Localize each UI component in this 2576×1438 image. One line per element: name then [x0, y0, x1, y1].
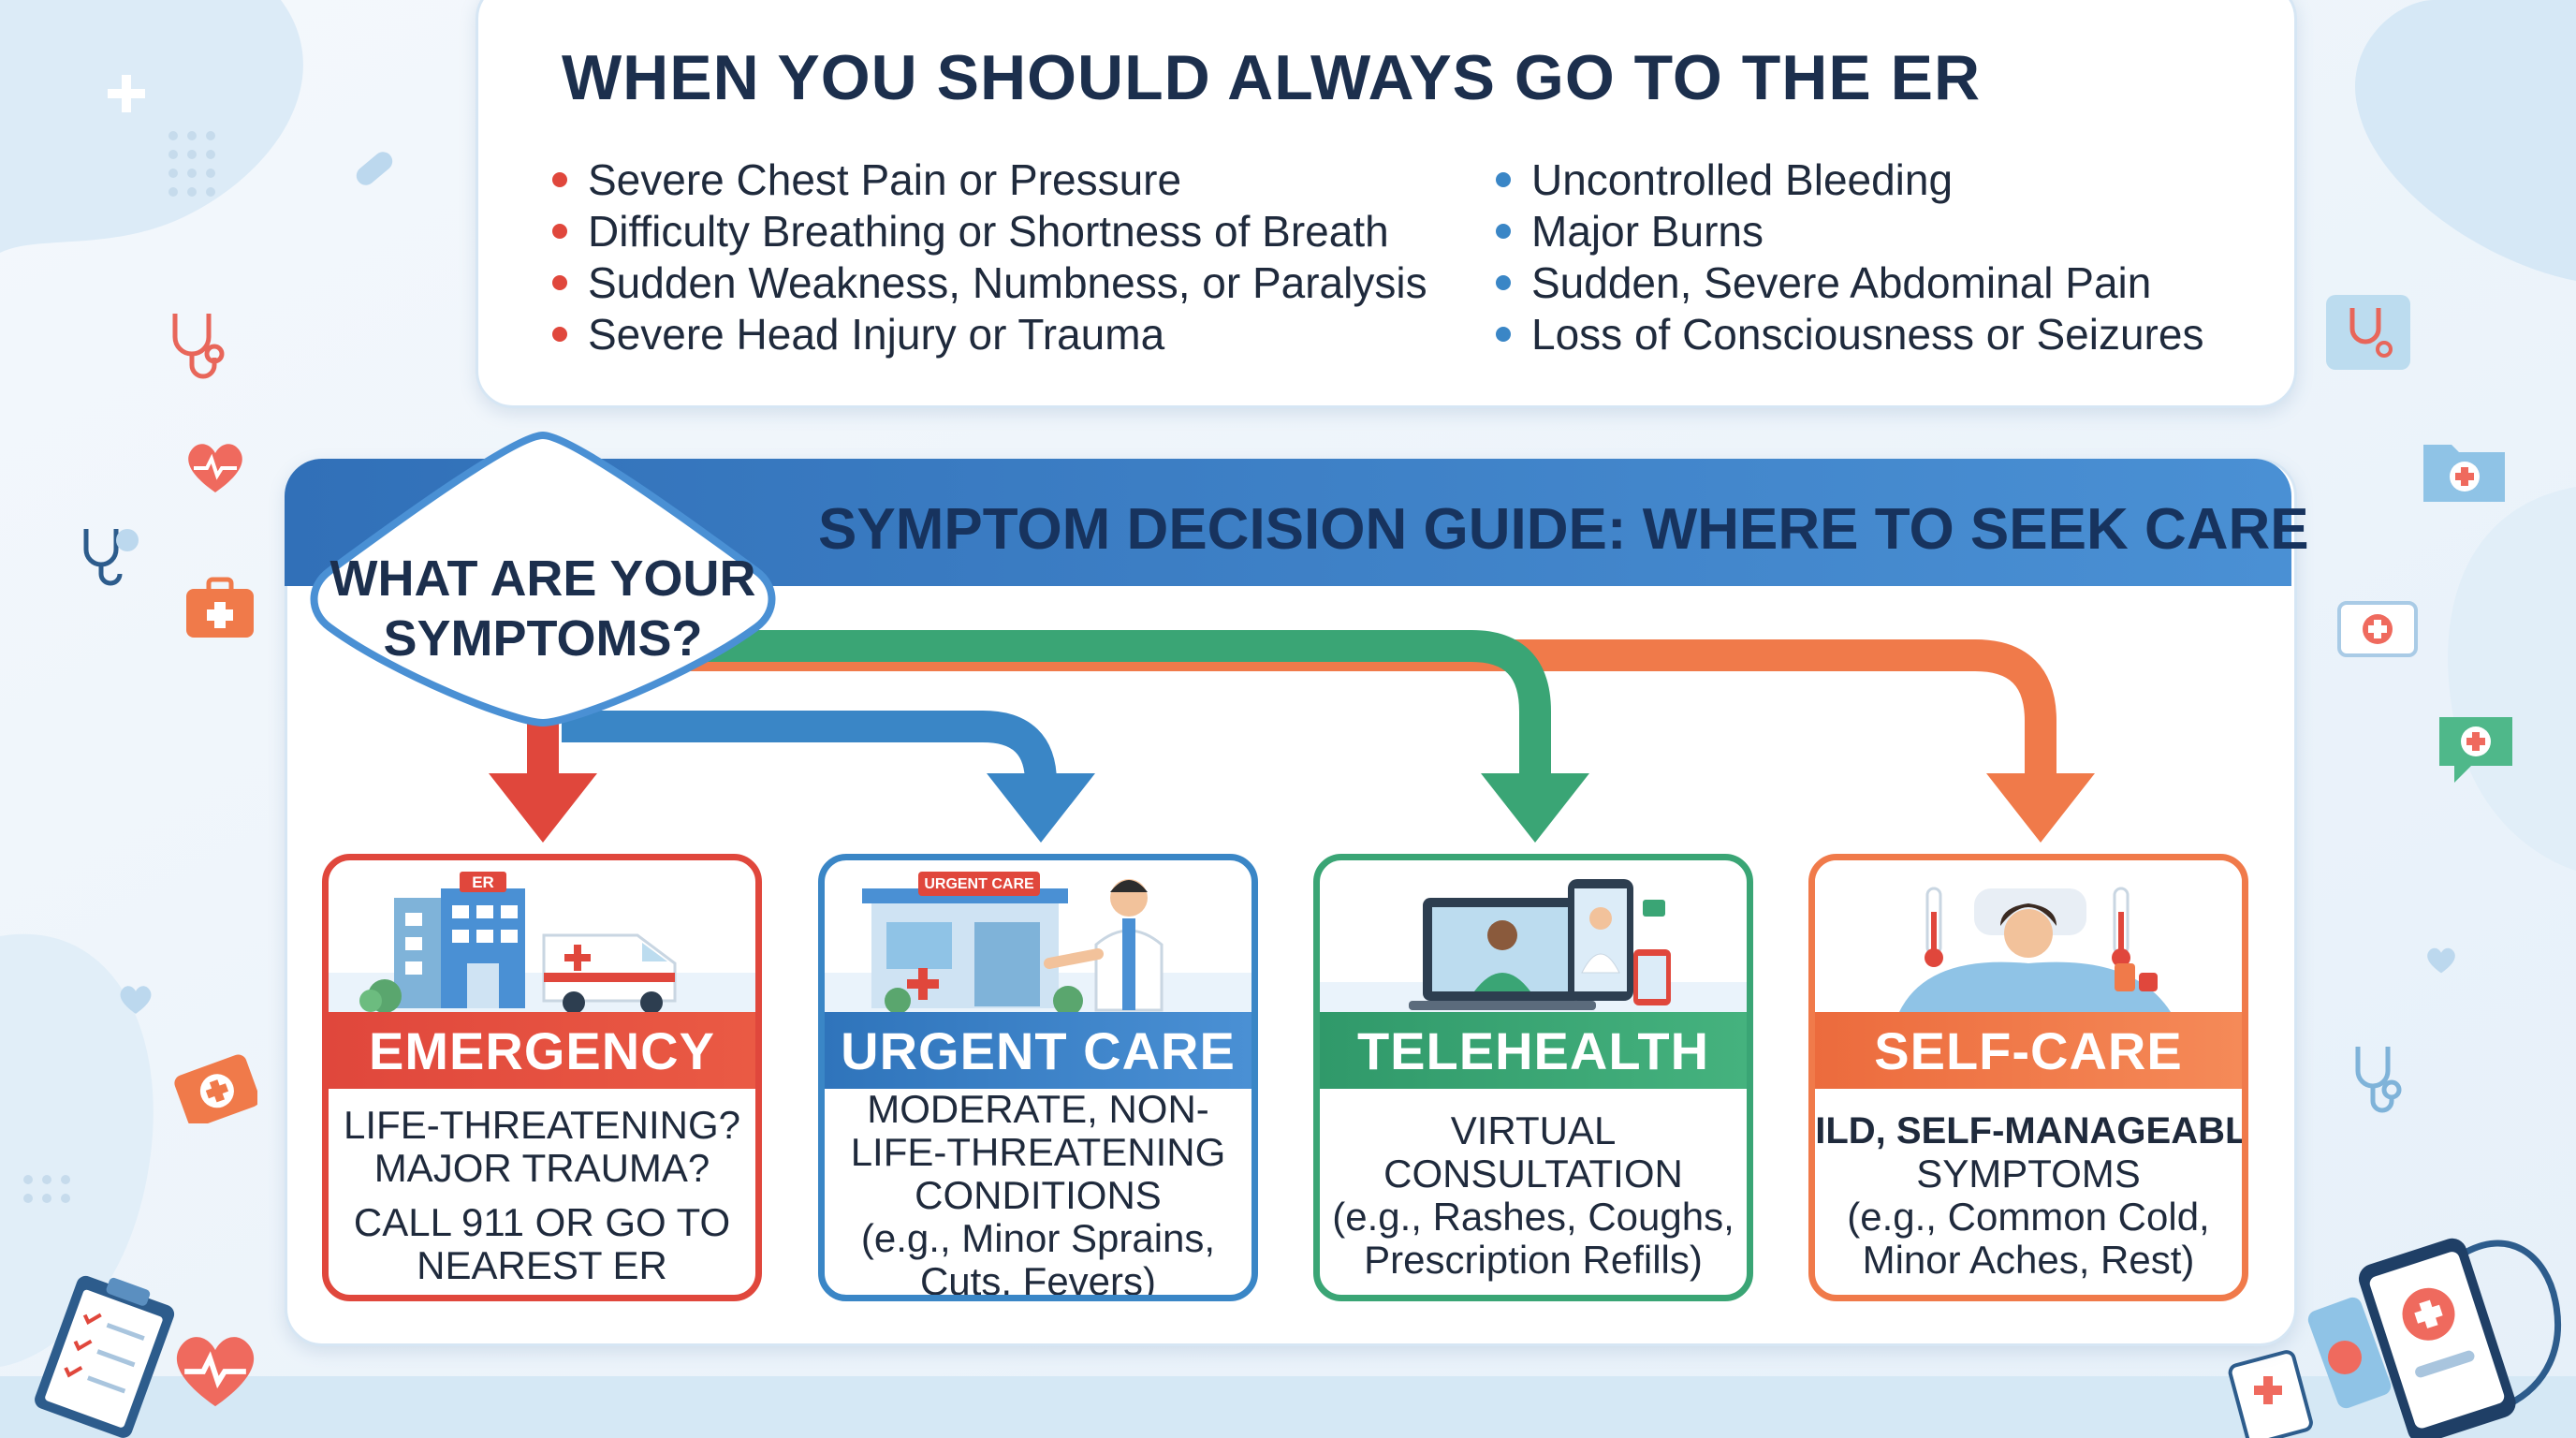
arrow-to-urgent-care	[562, 711, 1057, 784]
list-item: Loss of Consciousness or Seizures	[1496, 308, 2203, 360]
stethoscope-icon	[2326, 295, 2410, 370]
heart-pulse-icon	[120, 986, 152, 1014]
bullet-icon	[1496, 171, 1511, 187]
svg-text:URGENT CARE: URGENT CARE	[924, 876, 1034, 892]
heart-pulse-icon	[2427, 947, 2455, 974]
emergency-description: LIFE-THREATENING? MAJOR TRAUMA? CALL 911…	[344, 1102, 740, 1287]
clinic-icon	[862, 872, 1083, 1012]
list-item: Severe Head Injury or Trauma	[552, 308, 1427, 360]
er-criteria-title: WHEN YOU SHOULD ALWAYS GO TO THE ER	[562, 42, 1982, 113]
smartphone-doctor-icon	[1568, 879, 1671, 1005]
telehealth-card: TELEHEALTH VIRTUAL CONSULTATION (e.g., R…	[1313, 854, 1753, 1301]
heart-pulse-icon	[176, 1337, 255, 1407]
first-aid-kit-icon	[174, 1054, 257, 1123]
bullet-icon	[1496, 223, 1511, 239]
self-care-card: SELF-CARE MILD, SELF-MANAGEABLE SYMPTOMS…	[1808, 854, 2248, 1301]
stethoscope-icon	[172, 314, 225, 379]
bullet-icon	[552, 274, 567, 290]
list-item: Uncontrolled Bleeding	[1496, 154, 2203, 205]
self-care-rest-illustration	[1815, 860, 2242, 1012]
urgent-care-title: URGENT CARE	[825, 1012, 1251, 1089]
bullet-icon	[552, 171, 567, 187]
er-criteria-panel	[476, 0, 2297, 408]
list-item: Sudden Weakness, Numbness, or Paralysis	[552, 257, 1427, 308]
svg-text:ER: ER	[472, 873, 494, 891]
list-item: Severe Chest Pain or Pressure	[552, 154, 1427, 205]
stethoscope-icon	[2355, 1047, 2402, 1113]
urgent-care-description: MODERATE, NON- LIFE-THREATENING CONDITIO…	[850, 1086, 1226, 1301]
clipboard-icon	[35, 1275, 175, 1438]
urgent-care-clinic-illustration: URGENT CARE	[825, 872, 1251, 1012]
telehealth-title: TELEHEALTH	[1320, 1012, 1747, 1089]
bullet-icon	[552, 326, 567, 342]
decision-guide-title: SYMPTOM DECISION GUIDE: WHERE TO SEEK CA…	[818, 497, 2309, 562]
symptoms-question: WHAT ARE YOUR SYMPTOMS?	[329, 550, 756, 667]
hospital-ambulance-illustration: ER	[329, 872, 755, 1012]
telehealth-description: VIRTUAL CONSULTATION (e.g., Rashes, Coug…	[1332, 1108, 1734, 1282]
heart-pulse-icon	[188, 444, 242, 492]
bullet-icon	[552, 223, 567, 239]
telehealth-devices-illustration	[1320, 879, 1747, 1012]
emergency-card: ER EMERGENCY LIFE-THREATENING? MAJOR TRA…	[322, 854, 762, 1301]
sick-person-icon	[1899, 888, 2171, 1012]
bullet-icon	[1496, 274, 1511, 290]
list-item: Sudden, Severe Abdominal Pain	[1496, 257, 2203, 308]
bandage-icon	[356, 152, 393, 185]
stethoscope-icon	[83, 529, 139, 586]
first-aid-kit-icon	[2337, 601, 2418, 657]
doctor-icon	[1044, 879, 1164, 1012]
self-care-title: SELF-CARE	[1815, 1012, 2242, 1089]
arrow-to-self-care	[599, 639, 2056, 777]
smartphone-medical-icon	[2228, 1238, 2562, 1438]
medical-folder-icon	[2423, 445, 2505, 502]
thermometer-icon	[1925, 887, 2130, 967]
list-item: Difficulty Breathing or Shortness of Bre…	[552, 205, 1427, 257]
arrow-to-telehealth	[599, 630, 1551, 777]
question-diamond	[310, 431, 776, 727]
plus-icon	[108, 75, 145, 112]
bullet-icon	[1496, 326, 1511, 342]
arrowhead-telehealth	[1481, 773, 1589, 843]
urgent-care-card: URGENT CARE URGENT CARE MODERATE, NON- L…	[818, 854, 1258, 1301]
self-care-description: MILD, SELF-MANAGEABLE SYMPTOMS (e.g., Co…	[1808, 1109, 2248, 1282]
emergency-title: EMERGENCY	[329, 1012, 755, 1089]
chat-cross-icon	[2439, 717, 2512, 783]
laptop-video-icon	[1409, 898, 1596, 1010]
er-criteria-list-right: Uncontrolled Bleeding Major Burns Sudden…	[1496, 154, 2203, 360]
list-item: Major Burns	[1496, 205, 2203, 257]
hospital-icon	[359, 872, 525, 1012]
er-criteria-list-left: Severe Chest Pain or Pressure Difficulty…	[552, 154, 1427, 360]
arrowhead-urgent-care	[987, 773, 1095, 843]
arrowhead-self-care	[1986, 773, 2095, 843]
first-aid-kit-icon	[186, 577, 254, 638]
ambulance-icon	[542, 933, 677, 1012]
arrowhead-emergency	[489, 773, 597, 843]
